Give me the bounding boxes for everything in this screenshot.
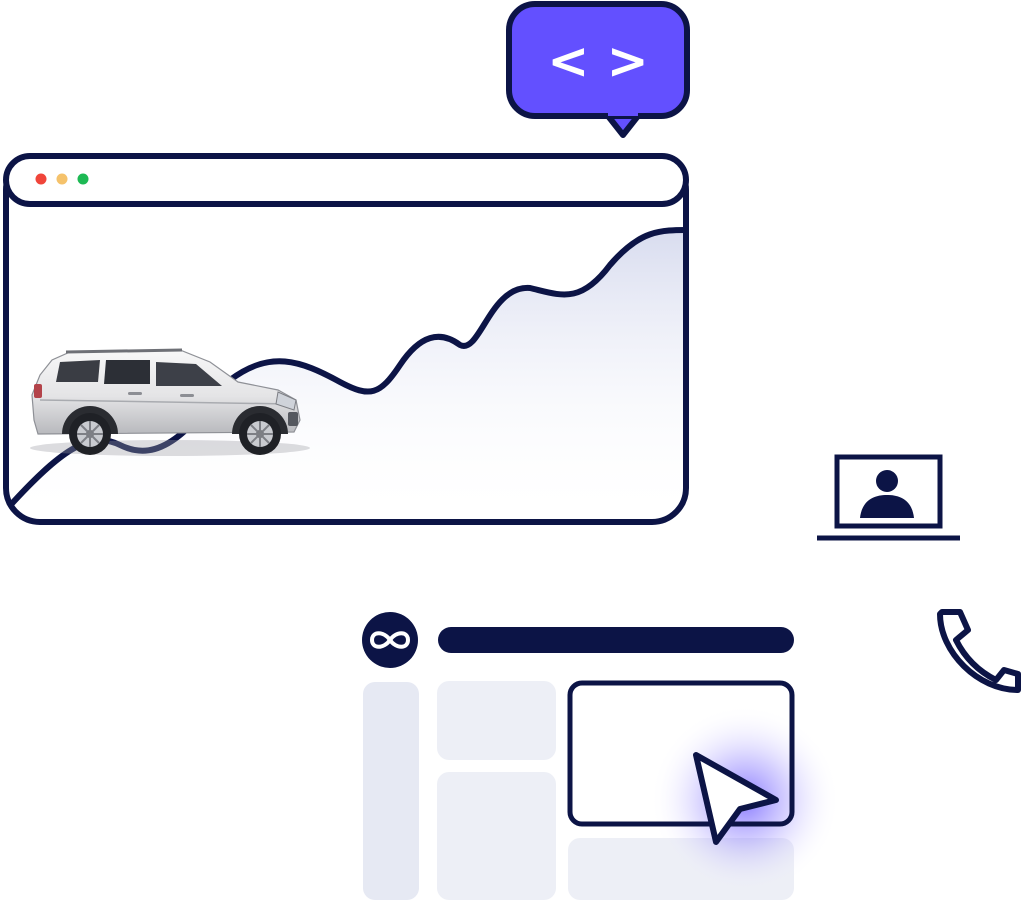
code-bubble-tail (605, 113, 641, 138)
code-bubble: < > (506, 1, 690, 138)
laptop-user-icon (817, 454, 960, 541)
dashboard (362, 612, 840, 900)
dashboard-selected-panel[interactable] (567, 680, 795, 827)
browser-window (3, 153, 689, 525)
user-head (876, 470, 898, 492)
dashboard-card-top-left (437, 681, 556, 760)
infinity-logo-icon (370, 631, 410, 649)
code-bubble-body (506, 1, 690, 119)
minimize-dot[interactable] (56, 173, 68, 185)
user-shoulders (860, 495, 914, 518)
dashboard-card-bottom-left (437, 772, 556, 900)
dashboard-sidebar (363, 682, 419, 900)
code-brackets-icon: < > (547, 32, 648, 90)
dashboard-header-bar (438, 627, 794, 653)
suv-car-image (30, 348, 310, 456)
trend-line (6, 227, 686, 513)
browser-title-bar (3, 153, 689, 207)
growth-graph (6, 227, 686, 522)
cursor-arrow-icon (693, 752, 779, 845)
close-dot[interactable] (35, 173, 47, 185)
growth-area (6, 230, 686, 522)
phone-icon (937, 609, 1021, 693)
maximize-dot[interactable] (77, 173, 89, 185)
